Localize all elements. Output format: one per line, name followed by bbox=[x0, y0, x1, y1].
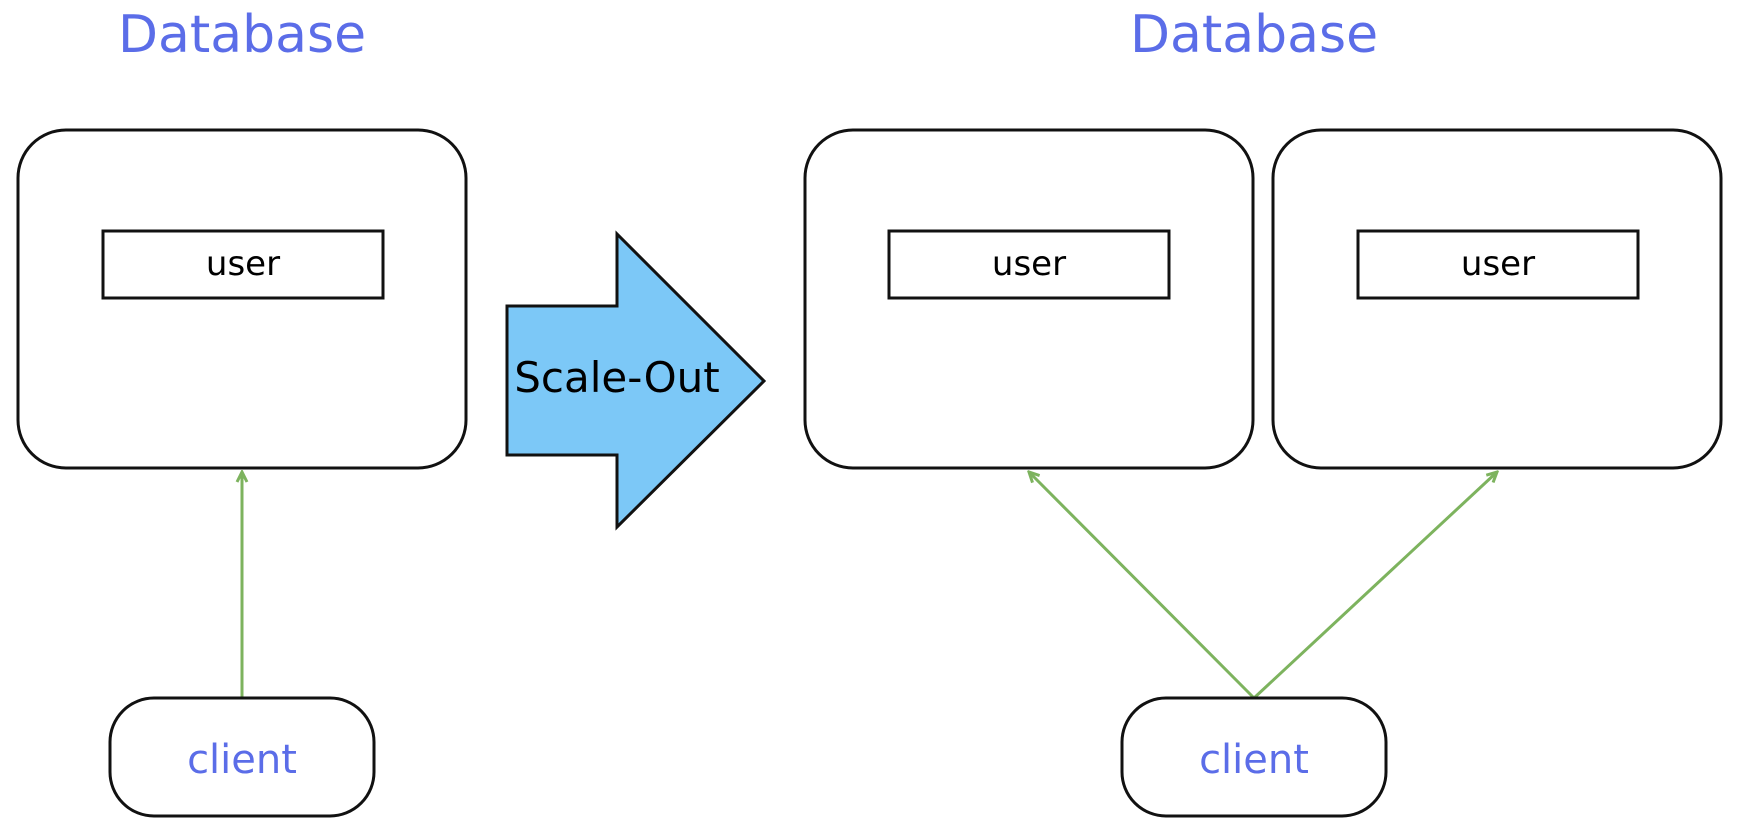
right-client-label: client bbox=[1199, 737, 1309, 783]
left-client-node bbox=[108, 696, 376, 818]
right-user-table-1-label: user bbox=[992, 244, 1066, 284]
left-user-table-label: user bbox=[206, 244, 280, 284]
right-user-table-2 bbox=[1356, 229, 1640, 300]
scale-out-arrow bbox=[505, 230, 767, 531]
scale-out-label: Scale-Out bbox=[514, 353, 719, 402]
right-database-title: Database bbox=[1130, 5, 1378, 65]
left-user-table bbox=[101, 229, 385, 300]
left-database-title: Database bbox=[118, 5, 366, 65]
right-user-table-1 bbox=[887, 229, 1171, 300]
left-client-label: client bbox=[187, 737, 297, 783]
right-client-connector-1 bbox=[1029, 472, 1256, 700]
right-client-connector-2 bbox=[1252, 472, 1497, 700]
right-user-table-2-label: user bbox=[1461, 244, 1535, 284]
right-client-node bbox=[1120, 696, 1388, 818]
